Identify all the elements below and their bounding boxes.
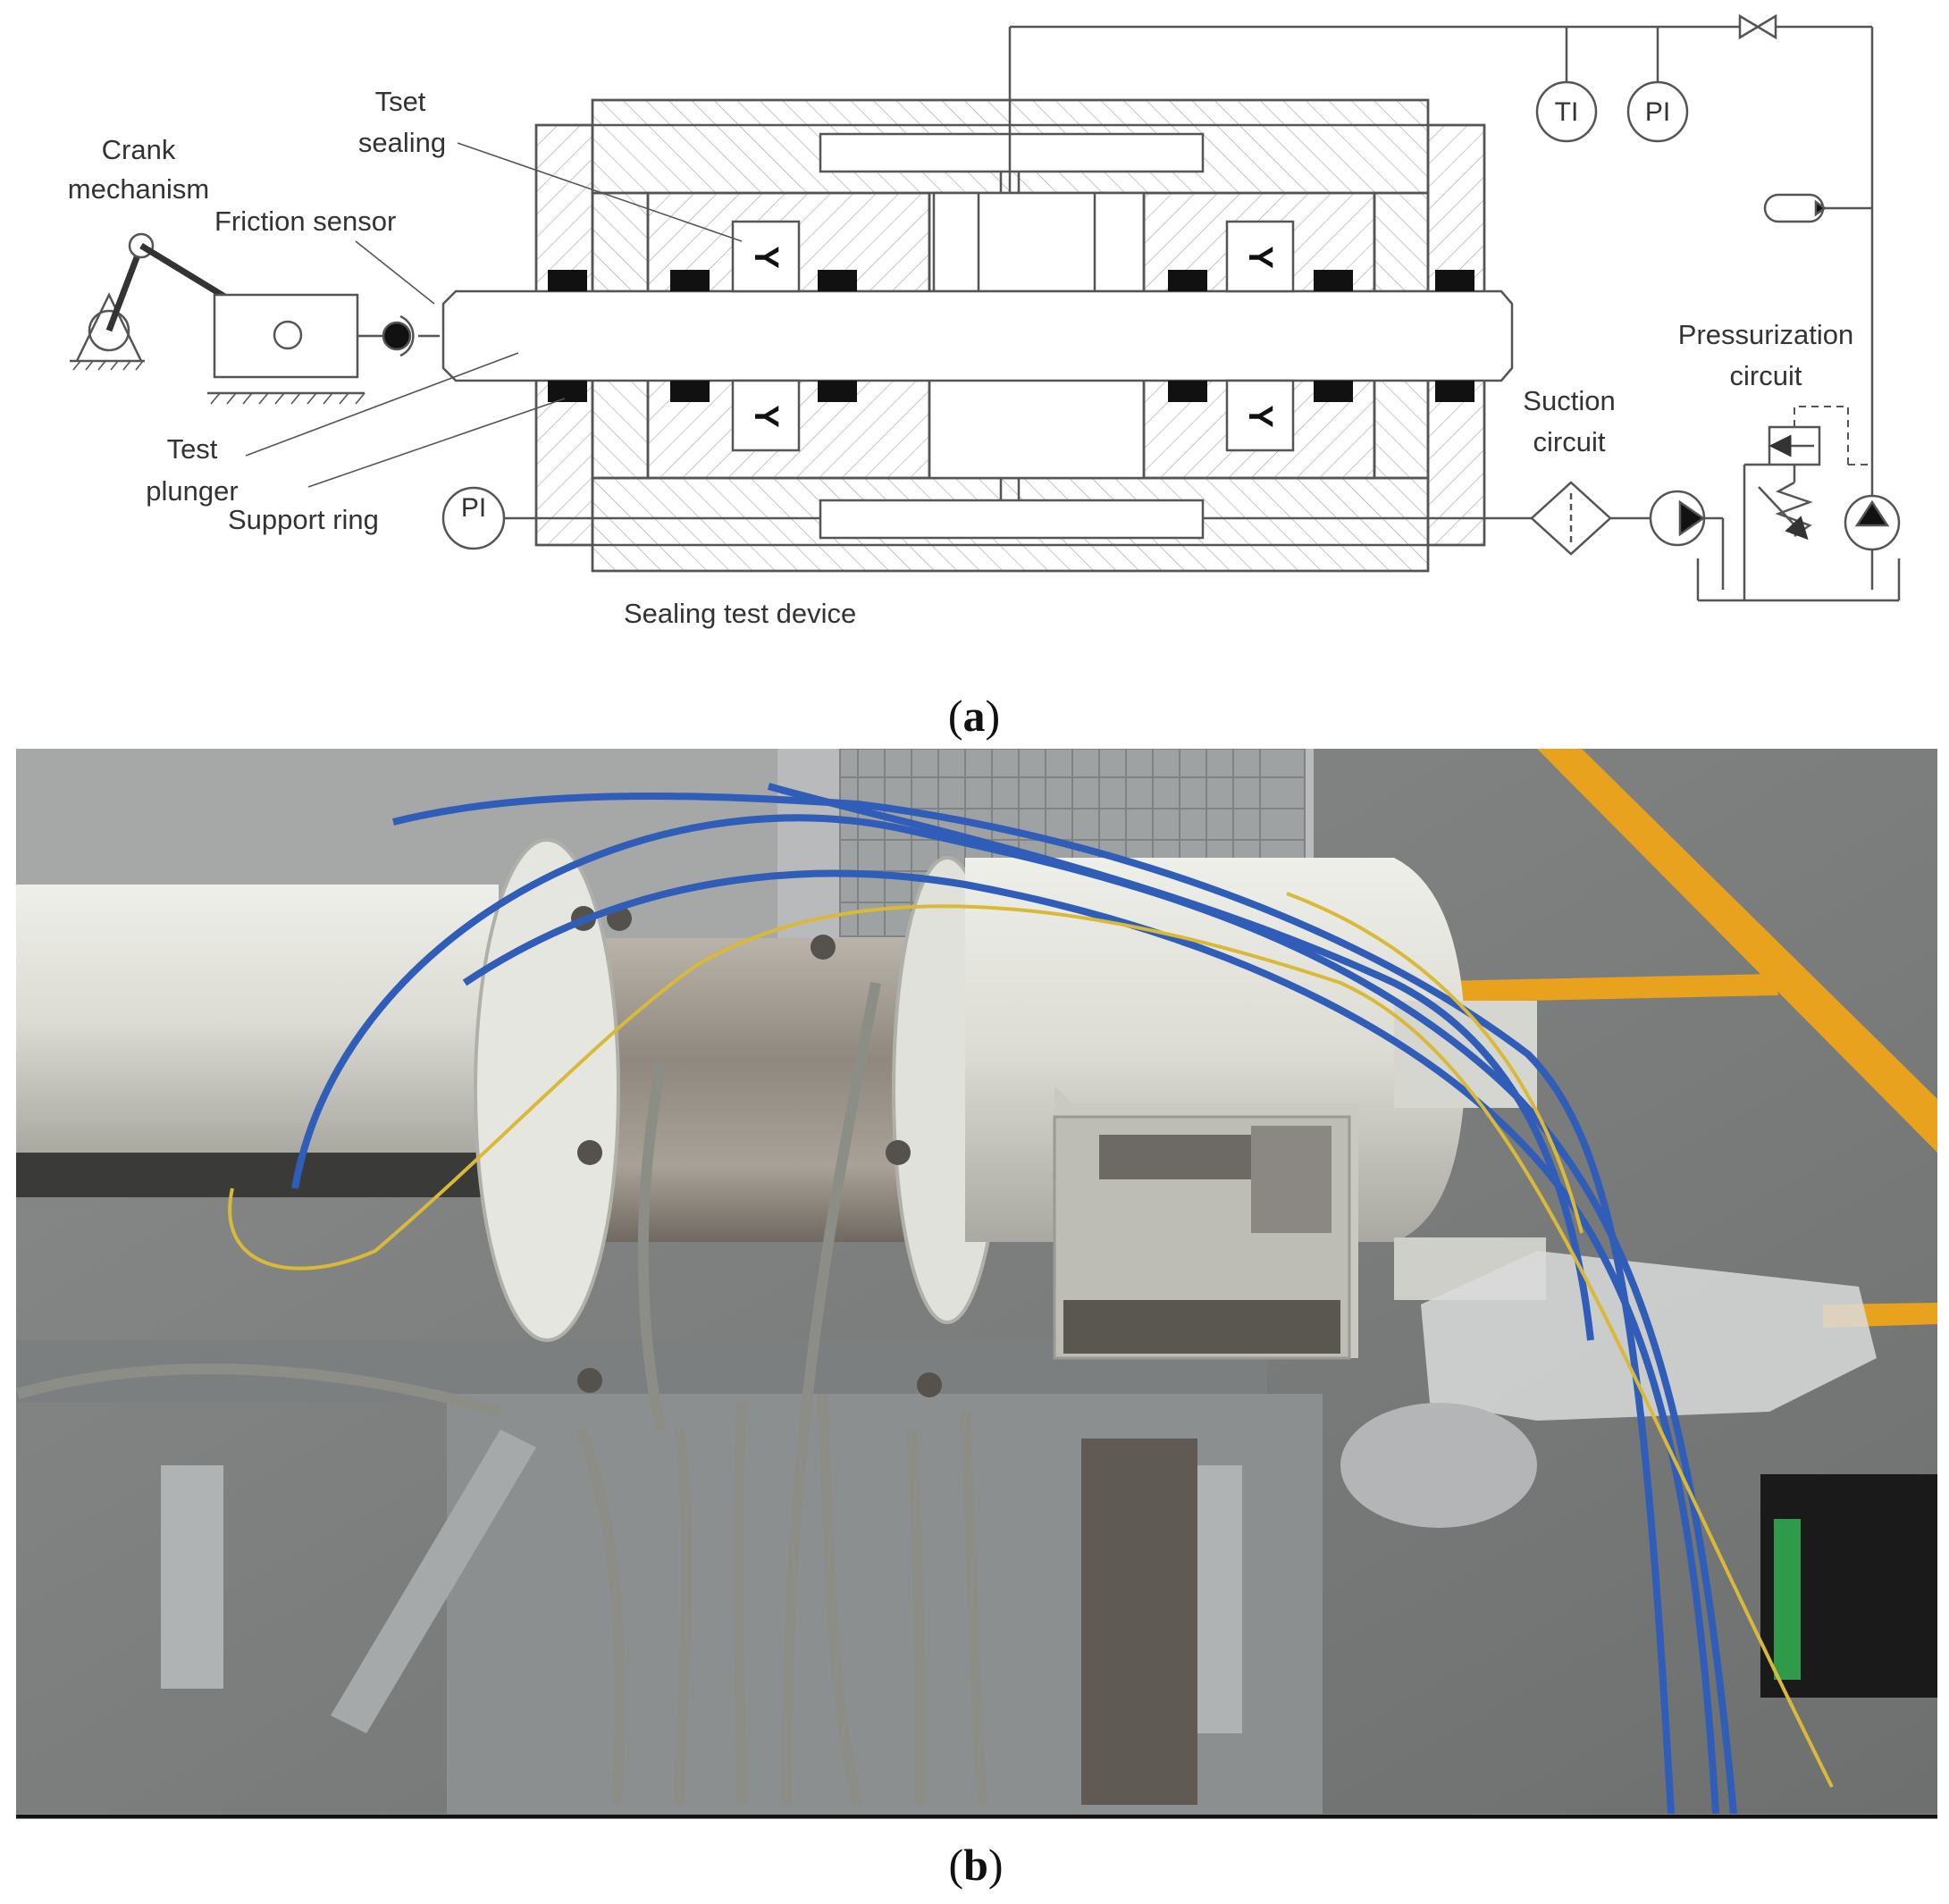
pipe-left — [161, 1465, 223, 1689]
slider-block — [207, 293, 440, 405]
label-suction: Suction — [1523, 385, 1615, 416]
panel-a-labels: Crank mechanism Friction sensor Tset sea… — [68, 86, 1853, 629]
seal-y-1: Y — [747, 246, 785, 268]
accumulator-icon — [1763, 193, 1827, 223]
test-plunger — [441, 289, 1514, 382]
label-test: Test — [167, 433, 218, 465]
left-cylinder — [16, 885, 499, 1153]
instrument-circles — [441, 80, 1689, 550]
caption-a: (a) — [948, 691, 1000, 741]
label-friction-sensor: Friction sensor — [214, 205, 396, 237]
relief-valve-icon — [1744, 406, 1872, 541]
label-circuit-pressurization: circuit — [1730, 360, 1802, 391]
label-ti: TI — [1555, 97, 1579, 127]
caption-b: (b) — [948, 1840, 1003, 1890]
panel-b-photo — [16, 749, 1937, 1819]
label-sealing: sealing — [358, 127, 446, 158]
label-crank: Crank — [102, 134, 176, 165]
label-pi-left: PI — [461, 493, 486, 523]
left-flange — [474, 838, 620, 1342]
leader-lines — [245, 142, 743, 488]
conduits — [16, 981, 988, 1807]
label-plunger: plunger — [146, 475, 238, 507]
label-circuit-suction: circuit — [1533, 426, 1606, 457]
valve-icon — [1738, 13, 1777, 40]
label-pi-top: PI — [1645, 97, 1670, 127]
label-support-ring: Support ring — [228, 504, 379, 535]
base-plate — [1340, 1403, 1537, 1528]
suction-pump-icon — [1649, 490, 1706, 547]
yellow-cables — [228, 892, 1834, 1788]
seal-y-4: Y — [1241, 405, 1279, 427]
label-mechanism: mechanism — [68, 173, 210, 205]
pipe-lines — [504, 25, 1901, 602]
test-seals — [731, 220, 1295, 452]
label-sealing-test-device: Sealing test device — [624, 598, 856, 629]
seal-y-2: Y — [1241, 246, 1279, 268]
seal-y-3: Y — [747, 405, 785, 427]
label-pressurization: Pressurization — [1678, 319, 1853, 350]
panel-a-schematic — [70, 13, 1901, 602]
filter-icon — [1530, 481, 1612, 556]
support-rings — [548, 270, 1474, 402]
pressure-pump-icon — [1844, 494, 1901, 551]
label-tset: Tset — [375, 86, 426, 117]
